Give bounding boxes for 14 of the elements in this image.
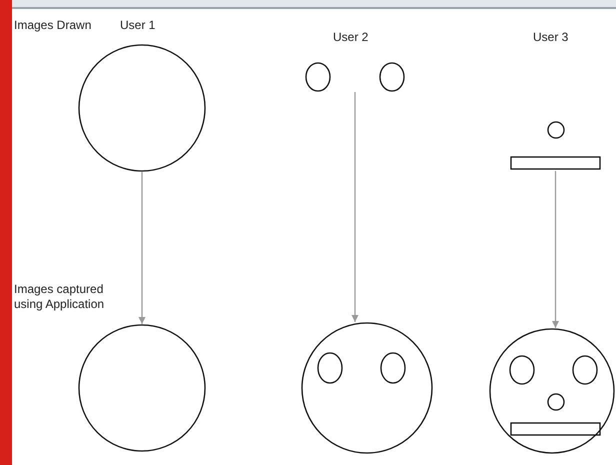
face-drawing	[489, 328, 615, 454]
row-heading: Images captured using Application	[14, 282, 106, 312]
circle-and-bar-drawing	[509, 121, 602, 171]
circle-drawing	[78, 324, 206, 452]
arrow	[552, 171, 560, 328]
face-drawing	[301, 322, 433, 454]
arrow	[351, 92, 359, 322]
column-heading: User 2	[333, 30, 368, 45]
arrow	[138, 172, 146, 324]
column-heading: User 1	[120, 18, 156, 33]
row-heading: Images Drawn	[14, 18, 92, 33]
circle-drawing	[78, 44, 206, 172]
two-circles-drawing	[303, 62, 407, 92]
column-heading: User 3	[533, 30, 568, 45]
